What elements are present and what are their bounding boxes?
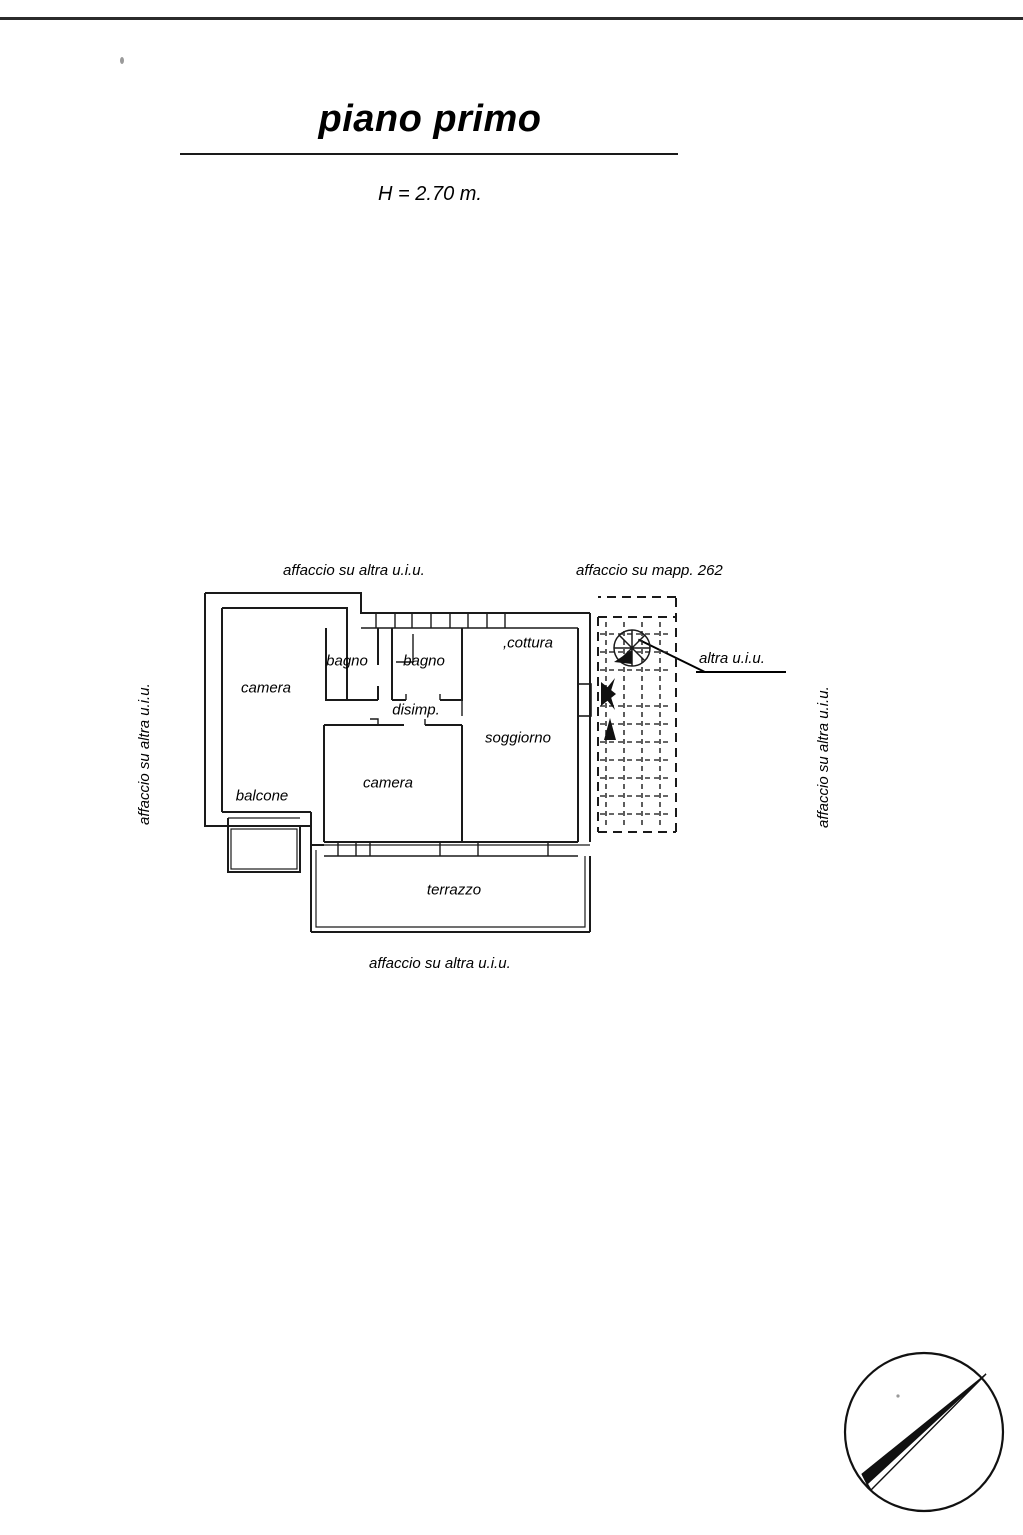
page-title: piano primo xyxy=(318,98,542,140)
room-label-cottura: ,cottura xyxy=(502,634,554,652)
room-label-camera-nw: camera xyxy=(240,679,292,697)
callout-label-altra-uiu: altra u.i.u. xyxy=(699,650,765,667)
title-underline xyxy=(180,153,678,155)
stair-direction-arrow-icon xyxy=(614,650,632,664)
scan-artifact-speck xyxy=(120,57,124,64)
room-label-bagno-2: bagno xyxy=(403,652,445,670)
up-arrow-icon xyxy=(604,718,616,740)
compass-rose-icon xyxy=(843,1351,1005,1513)
entry-arrow-body-icon xyxy=(601,682,616,706)
callout-underline xyxy=(696,671,786,673)
room-label-camera-sw: camera xyxy=(362,774,414,792)
ceiling-height-note: H = 2.70 m. xyxy=(378,183,482,205)
room-label-terrazzo: terrazzo xyxy=(426,881,482,899)
room-label-bagno-1: bagno xyxy=(326,652,368,670)
annotation-top-right: affaccio su mapp. 262 xyxy=(576,562,723,579)
annotation-top-left: affaccio su altra u.i.u. xyxy=(283,562,425,579)
room-label-soggiorno: soggiorno xyxy=(485,729,551,747)
scan-artifact-line xyxy=(0,17,1023,20)
room-label-balcone: balcone xyxy=(235,787,289,805)
altra-uiu-dashed-area xyxy=(597,596,677,833)
room-label-disimp: disimp. xyxy=(392,701,440,719)
annotation-bottom: affaccio su altra u.i.u. xyxy=(369,955,511,972)
